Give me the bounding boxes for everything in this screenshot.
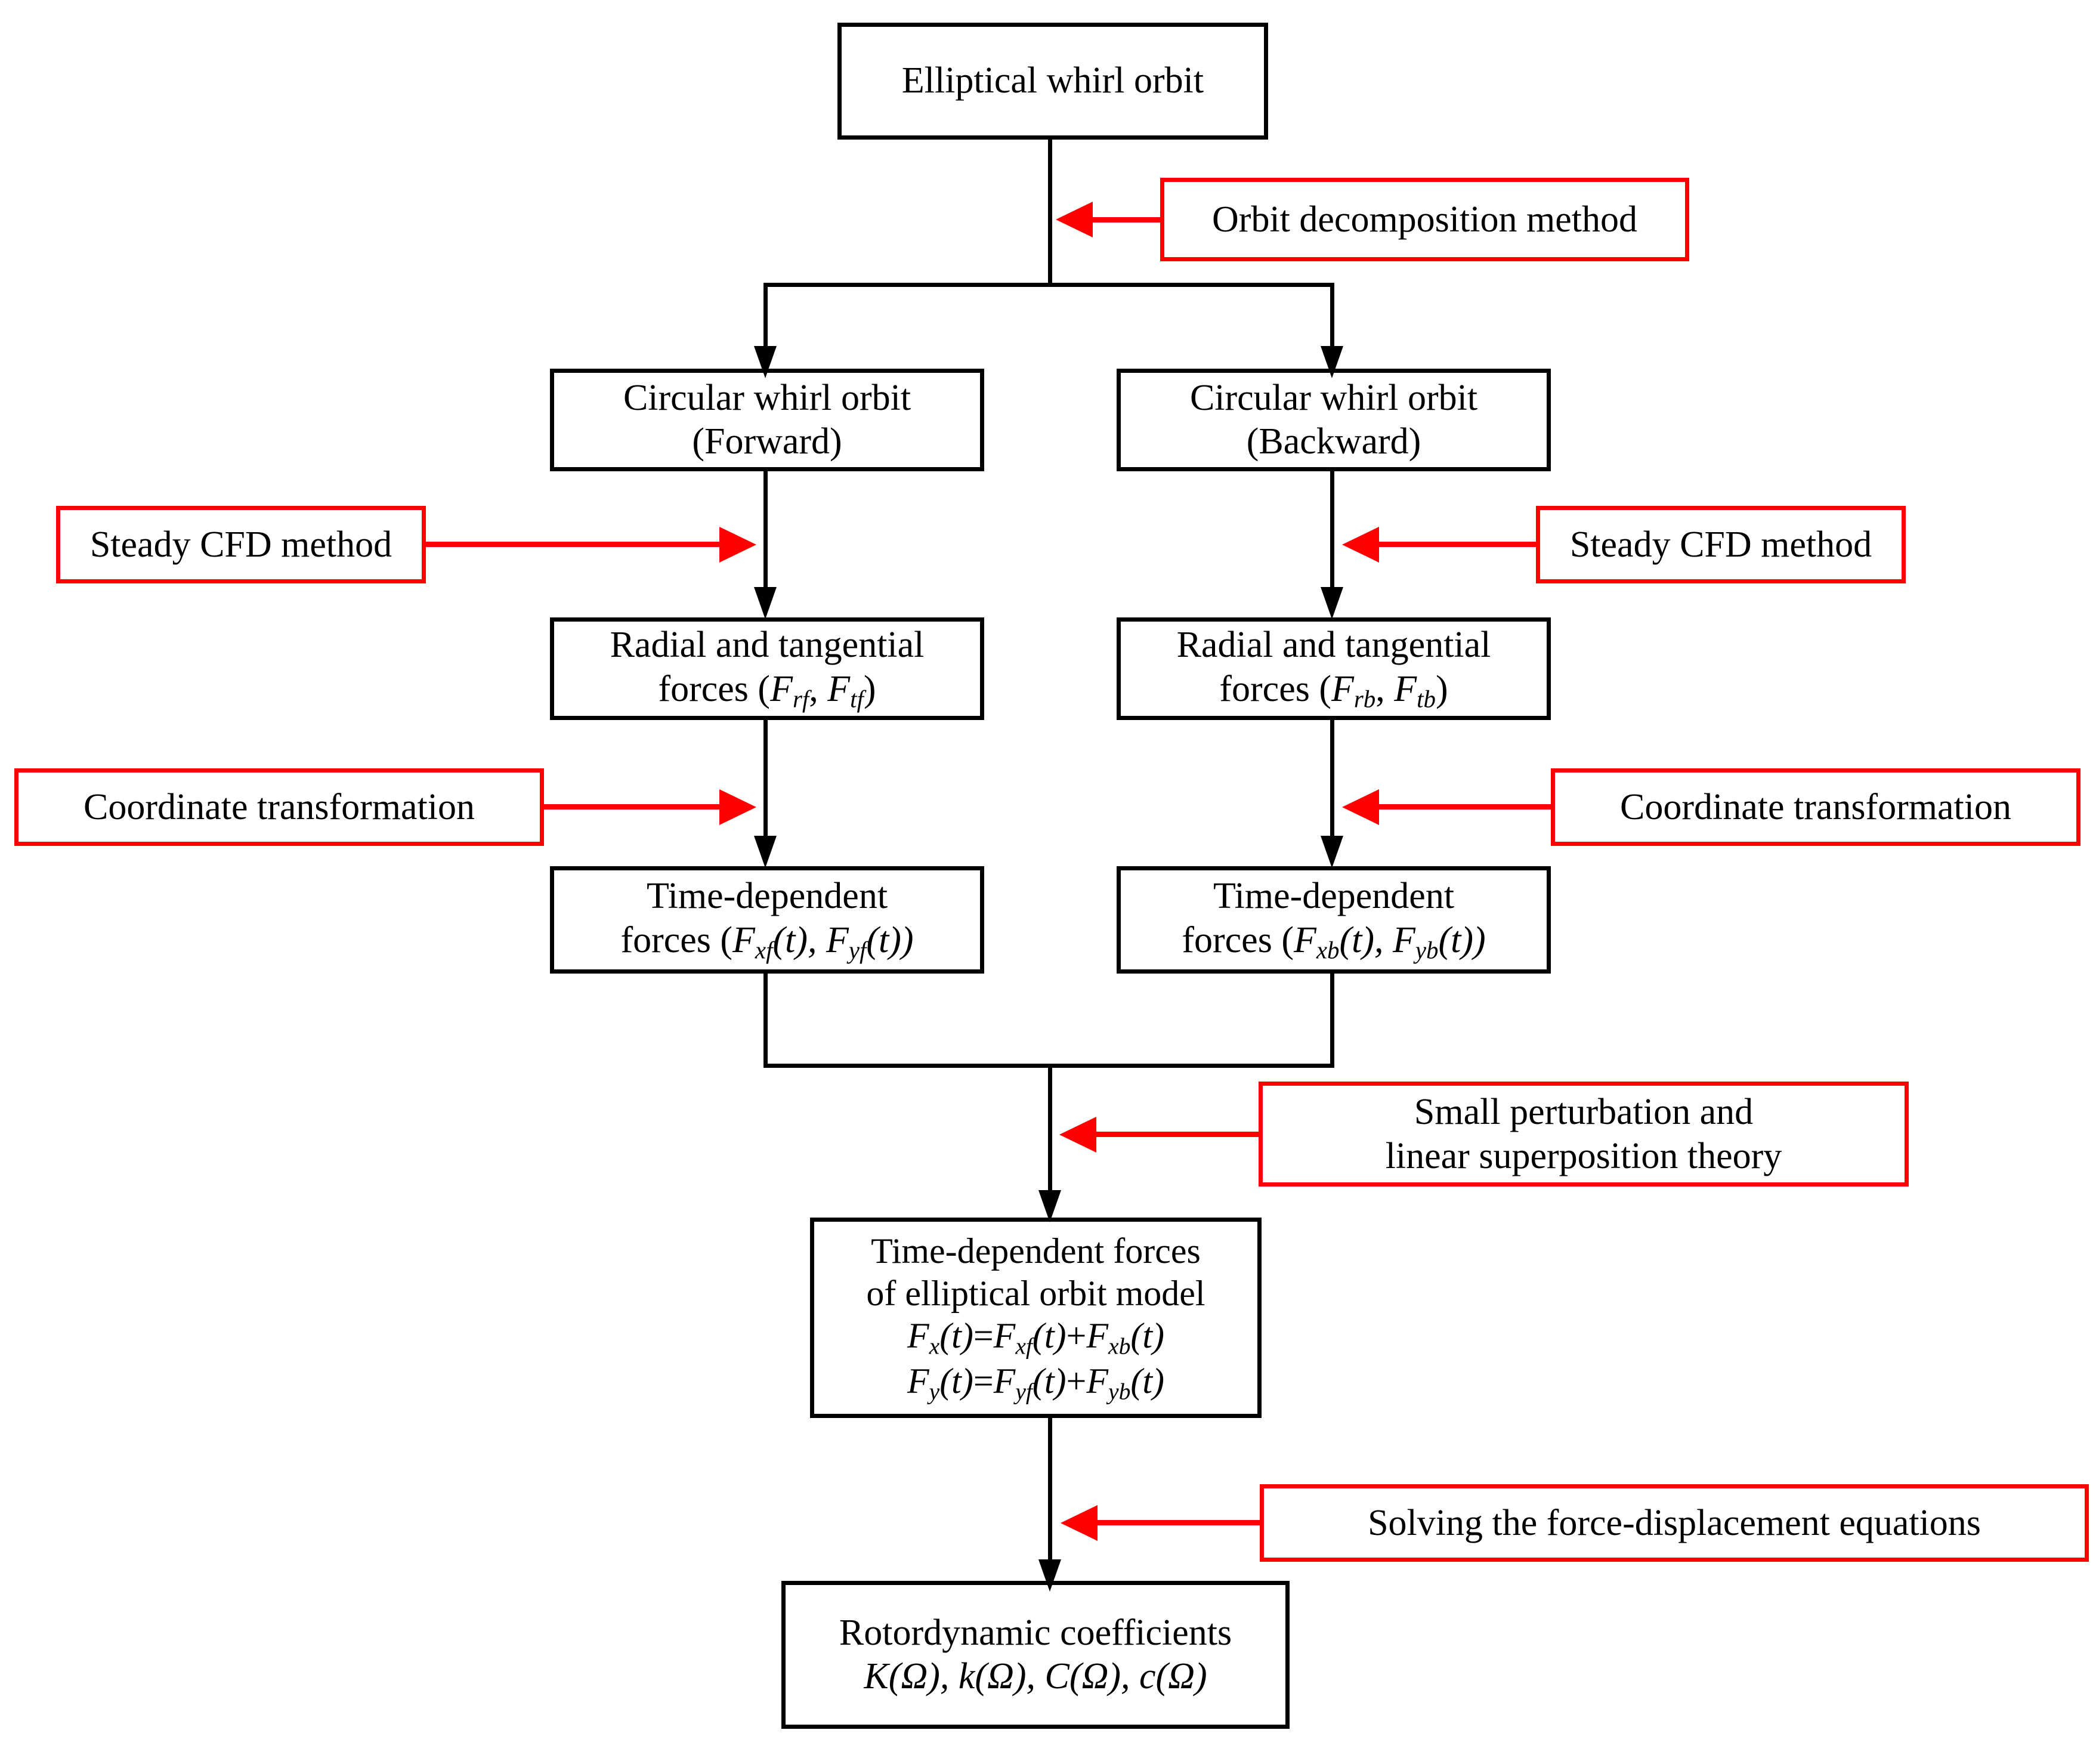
annotation-small-perturbation-arrowhead <box>1059 1117 1096 1153</box>
arrowhead-forces-to-time-forward <box>754 836 777 868</box>
annotation-steady-cfd-right-arrowhead <box>1342 527 1379 563</box>
annotation-solving-equations: Solving the force-displacement equations <box>1260 1484 2089 1562</box>
node-time-dependent-backward: Time-dependent forces (Fxb(t), Fyb(t)) <box>1117 866 1551 974</box>
node-radial-tangential-forward-line1: Radial and tangential <box>610 625 925 666</box>
connector-branch-backward <box>1330 283 1334 350</box>
annotation-coordinate-transformation-left-arrowhead <box>719 789 756 825</box>
connector-forces-to-time-forward <box>763 720 768 839</box>
node-circular-whirl-forward-line1: Circular whirl orbit <box>623 377 911 418</box>
arrowhead-forces-to-coefficients <box>1038 1559 1061 1592</box>
connector-trunk-top <box>1048 140 1052 287</box>
annotation-steady-cfd-right: Steady CFD method <box>1536 506 1906 583</box>
connector-merge-leg-left <box>763 974 768 1068</box>
node-circular-whirl-backward: Circular whirl orbit (Backward) <box>1117 369 1551 471</box>
connector-merge-trunk <box>1048 1064 1052 1194</box>
connector-forward-to-forces <box>763 471 768 591</box>
connector-branch-forward <box>763 283 768 350</box>
node-time-dependent-forward-line1: Time-dependent <box>646 876 888 917</box>
annotation-small-perturbation-line <box>1096 1132 1261 1137</box>
annotation-steady-cfd-left-line <box>426 542 719 547</box>
connector-backward-to-forces <box>1330 471 1334 591</box>
node-time-dependent-forward-line2: forces (Fxf(t), Fyf(t)) <box>620 919 914 964</box>
node-rotordynamic-coefficients-line1: Rotordynamic coefficients <box>839 1612 1232 1653</box>
node-time-dependent-backward-line1: Time-dependent <box>1213 876 1455 917</box>
node-elliptical-whirl-orbit-line1: Elliptical whirl orbit <box>901 60 1204 101</box>
node-radial-tangential-backward: Radial and tangential forces (Frb, Ftb) <box>1117 617 1551 720</box>
annotation-coordinate-transformation-right: Coordinate transformation <box>1551 768 2081 846</box>
annotation-orbit-decomposition-line <box>1086 217 1163 223</box>
annotation-small-perturbation-line1: Small perturbation and <box>1414 1091 1754 1132</box>
node-circular-whirl-backward-line2: (Backward) <box>1246 421 1421 462</box>
node-rotordynamic-coefficients-line2: K(Ω), k(Ω), C(Ω), c(Ω) <box>864 1656 1207 1697</box>
node-radial-tangential-backward-line2: forces (Frb, Ftb) <box>1219 668 1448 713</box>
annotation-steady-cfd-right-line <box>1379 542 1537 547</box>
node-radial-tangential-forward: Radial and tangential forces (Frf, Ftf) <box>550 617 984 720</box>
annotation-coordinate-transformation-right-line1: Coordinate transformation <box>1620 786 2011 827</box>
connector-split-bar <box>763 283 1334 287</box>
node-time-dependent-backward-line2: forces (Fxb(t), Fyb(t)) <box>1182 919 1486 964</box>
node-circular-whirl-backward-line1: Circular whirl orbit <box>1189 377 1478 418</box>
annotation-steady-cfd-left: Steady CFD method <box>56 506 426 583</box>
annotation-small-perturbation: Small perturbation and linear superposit… <box>1259 1082 1909 1187</box>
node-elliptical-whirl-orbit: Elliptical whirl orbit <box>837 23 1268 140</box>
annotation-orbit-decomposition: Orbit decomposition method <box>1160 178 1689 261</box>
annotation-solving-equations-line <box>1098 1520 1261 1525</box>
node-elliptical-orbit-forces: Time-dependent forces of elliptical orbi… <box>810 1218 1262 1418</box>
arrowhead-forward-branch <box>754 346 777 378</box>
annotation-solving-equations-arrowhead <box>1061 1505 1098 1541</box>
node-circular-whirl-forward-line2: (Forward) <box>692 421 842 462</box>
annotation-coordinate-transformation-right-line <box>1379 804 1552 810</box>
annotation-small-perturbation-line2: linear superposition theory <box>1385 1136 1782 1176</box>
annotation-steady-cfd-right-line1: Steady CFD method <box>1569 524 1872 565</box>
node-circular-whirl-forward: Circular whirl orbit (Forward) <box>550 369 984 471</box>
annotation-solving-equations-line1: Solving the force-displacement equations <box>1368 1502 1981 1543</box>
annotation-coordinate-transformation-left-line1: Coordinate transformation <box>84 786 475 827</box>
annotation-steady-cfd-left-line1: Steady CFD method <box>89 524 392 565</box>
node-elliptical-orbit-forces-equation-y: Fy(t)=Fyf(t)+Fyb(t) <box>907 1361 1165 1405</box>
annotation-orbit-decomposition-arrowhead <box>1056 202 1093 237</box>
annotation-coordinate-transformation-right-arrowhead <box>1342 789 1379 825</box>
annotation-steady-cfd-left-arrowhead <box>719 527 756 563</box>
node-rotordynamic-coefficients: Rotordynamic coefficients K(Ω), k(Ω), C(… <box>781 1581 1290 1729</box>
node-time-dependent-forward: Time-dependent forces (Fxf(t), Fyf(t)) <box>550 866 984 974</box>
annotation-coordinate-transformation-left-line <box>544 804 719 810</box>
node-elliptical-orbit-forces-line1: Time-dependent forces <box>871 1231 1201 1271</box>
connector-merge-leg-right <box>1330 974 1334 1068</box>
arrowhead-merge-trunk <box>1038 1190 1061 1222</box>
node-elliptical-orbit-forces-equation-x: Fx(t)=Fxf(t)+Fxb(t) <box>907 1315 1165 1360</box>
arrowhead-backward-branch <box>1321 346 1343 378</box>
node-radial-tangential-backward-line1: Radial and tangential <box>1176 625 1491 666</box>
annotation-orbit-decomposition-line1: Orbit decomposition method <box>1212 199 1637 240</box>
connector-forces-to-coefficients <box>1048 1418 1052 1563</box>
arrowhead-forward-to-forces <box>754 587 777 619</box>
node-elliptical-orbit-forces-line2: of elliptical orbit model <box>866 1274 1205 1313</box>
arrowhead-backward-to-forces <box>1321 587 1343 619</box>
arrowhead-forces-to-time-backward <box>1321 836 1343 868</box>
annotation-coordinate-transformation-left: Coordinate transformation <box>14 768 544 846</box>
connector-forces-to-time-backward <box>1330 720 1334 839</box>
node-radial-tangential-forward-line2: forces (Frf, Ftf) <box>658 668 876 713</box>
